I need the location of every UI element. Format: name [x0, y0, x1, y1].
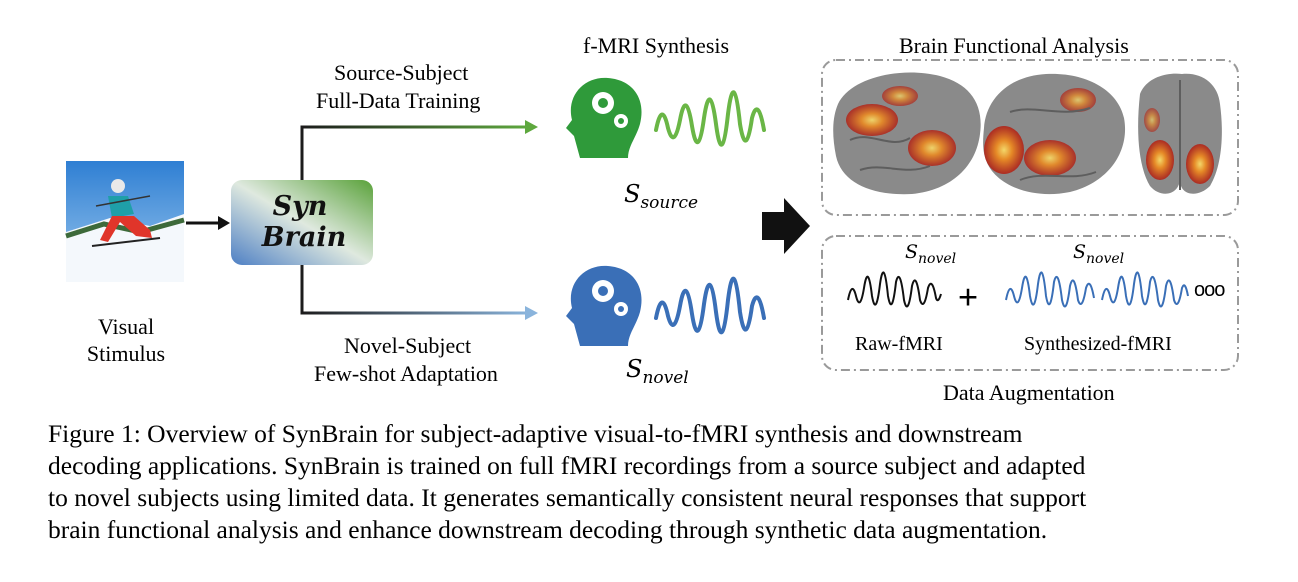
aug-s-novel-2-sub: novel — [1086, 250, 1125, 267]
brain-analysis-box — [821, 59, 1239, 216]
brain-ventral-image — [1138, 73, 1222, 194]
source-signal-wave — [654, 90, 766, 147]
s-source-base: S — [624, 180, 641, 208]
s-novel-base: S — [626, 355, 643, 383]
bottom-branch-label-line-2: Few-shot Adaptation — [314, 361, 498, 386]
model-label-line-1: Syn — [273, 191, 328, 222]
top-branch-label-line-1: Source-Subject — [334, 60, 469, 85]
blue-head-gear-icon — [566, 265, 642, 346]
analysis-title: Brain Functional Analysis — [899, 33, 1129, 58]
aug-s-novel-2-base: S — [1073, 241, 1087, 263]
raw-fmri-wave — [847, 271, 942, 308]
input-label-line-2: Stimulus — [86, 341, 166, 366]
input-arrow — [186, 216, 230, 230]
caption-line-1: Figure 1: Overview of SynBrain for subje… — [48, 419, 1023, 448]
top-branch-label-line-2: Full-Data Training — [316, 88, 481, 113]
caption-line-2: decoding applications. SynBrain is train… — [48, 451, 1086, 480]
synthesized-fmri-wave-2 — [1101, 271, 1189, 308]
synthesis-title: f-MRI Synthesis — [583, 33, 730, 58]
plus-sign: + — [958, 277, 979, 317]
aug-s-novel-1-base: S — [905, 241, 919, 263]
green-head-gear-icon — [566, 77, 642, 158]
figure-caption: Figure 1: Overview of SynBrain for subje… — [48, 418, 1250, 546]
novel-signal-wave — [654, 276, 766, 335]
to-applications-arrow — [762, 198, 810, 254]
s-novel-sub: novel — [642, 367, 689, 388]
model-label-line-2: Brain — [261, 222, 346, 253]
synthesized-fmri-label: Synthesized-fMRI — [1024, 333, 1172, 355]
raw-fmri-label: Raw-fMRI — [855, 333, 943, 355]
s-novel-label: Snovel — [626, 355, 689, 388]
augmentation-title: Data Augmentation — [943, 380, 1115, 405]
input-label: Visual — [96, 312, 156, 341]
top-branch-arrow — [300, 120, 538, 180]
aug-s-novel-1: Snovel — [905, 241, 956, 267]
bottom-branch-label-line-1: Novel-Subject — [344, 333, 472, 358]
input-label-2: Stimulus — [76, 341, 176, 367]
synthesized-fmri-wave-1 — [1005, 271, 1095, 308]
visual-stimulus-image — [65, 161, 185, 282]
overview-figure: Syn Brain — [65, 59, 1239, 371]
ellipsis-label: ooo — [1194, 279, 1225, 301]
data-augmentation-box — [821, 235, 1239, 371]
s-source-label: Ssource — [624, 180, 698, 213]
caption-line-3: to novel subjects using limited data. It… — [48, 483, 1087, 512]
brain-left-lateral-image — [833, 72, 981, 195]
caption-line-4: brain functional analysis and enhance do… — [48, 515, 1048, 544]
brain-right-lateral-image — [983, 73, 1126, 195]
synbrain-model-box: Syn Brain — [231, 180, 373, 265]
aug-s-novel-2: Snovel — [1073, 241, 1124, 267]
bottom-branch-arrow — [300, 265, 538, 320]
aug-s-novel-1-sub: novel — [918, 250, 957, 267]
input-label-line-1: Visual — [97, 314, 155, 339]
s-source-sub: source — [640, 192, 699, 213]
